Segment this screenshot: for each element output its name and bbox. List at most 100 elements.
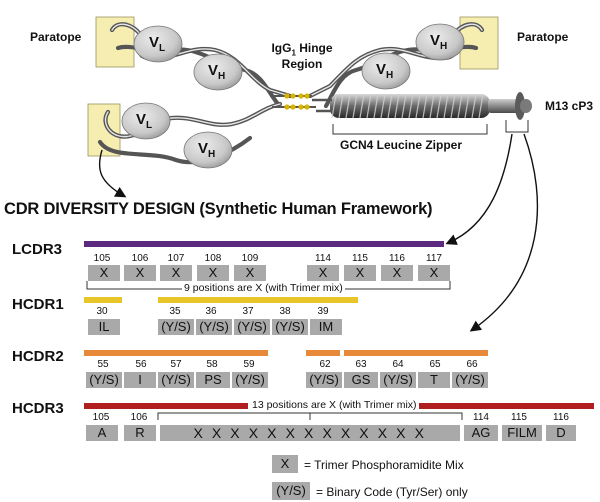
hcdr1-residue: (Y/S) [272, 319, 308, 335]
hinge-disulfide-bonds [270, 93, 316, 110]
vh-label-right-2: VH [376, 61, 394, 81]
hcdr2-residue: (Y/S) [158, 372, 194, 388]
vh-domain-bottom-left [183, 131, 233, 169]
hinge-label: IgG1 Hinge Region [271, 41, 333, 72]
vh-label-right: VH [430, 32, 448, 52]
cdr-design-title: CDR DIVERSITY DESIGN (Synthetic Human Fr… [4, 200, 433, 218]
hcdr1-bar-a [84, 297, 122, 303]
hcdr1-pos: 35 [169, 306, 181, 317]
hcdr2-pos: 65 [429, 359, 441, 370]
hcdr3-residue: D [546, 425, 576, 441]
hcdr2-residue: (Y/S) [86, 372, 122, 388]
hcdr3-residue: A [86, 425, 118, 441]
paratope-arrow [98, 149, 127, 198]
vh-domain-top-right [415, 23, 465, 61]
vl-label-bottom: VL [136, 111, 153, 131]
paratope-label-right: Paratope [517, 30, 569, 44]
hcdr1-residue: (Y/S) [158, 319, 194, 335]
hcdr1-pos: 36 [205, 306, 217, 317]
m13-cp3-rod [488, 92, 532, 120]
lcdr3-residue: X [381, 265, 413, 281]
lcdr3-residue: X [88, 265, 120, 281]
lcdr3-pos: 106 [131, 253, 149, 264]
legend-text-ys: = Binary Code (Tyr/Ser) only [316, 485, 468, 499]
hcdr2-residue: T [418, 372, 450, 388]
hcdr2-pos: 55 [97, 359, 109, 370]
hcdr1-residue: (Y/S) [234, 319, 270, 335]
hcdr3-pos: 115 [511, 412, 527, 423]
hcdr2-bar-b [306, 350, 340, 356]
hcdr2-bar-a [84, 350, 268, 356]
vl-domain-top-left [133, 25, 183, 63]
lcdr3-pos: 109 [241, 253, 259, 264]
vh-domain-top-left [193, 53, 243, 91]
lcdr3-label: LCDR3 [12, 241, 63, 258]
hcdr3-label: HCDR3 [12, 400, 64, 417]
lcdr3-residue: X [344, 265, 376, 281]
hcdr2-label: HCDR2 [12, 348, 64, 365]
lcdr3-pos: 105 [93, 253, 111, 264]
lcdr3-pos: 116 [389, 253, 405, 264]
arrow-to-lcdr3 [445, 133, 513, 245]
zipper-bracket [332, 124, 488, 135]
lcdr3-residue: X [124, 265, 156, 281]
hcdr1-residue: IM [310, 319, 342, 335]
lcdr3-residue: X [234, 265, 266, 281]
hcdr2-pos: 58 [206, 359, 218, 370]
hcdr2-residue: (Y/S) [306, 372, 342, 388]
hcdr3-x-run: X X X X X X X X X X X X X [160, 425, 460, 441]
lcdr3-bar [84, 241, 444, 247]
lcdr3-pos: 115 [352, 253, 368, 264]
hcdr2-residue: GS [344, 372, 378, 388]
hcdr1-residue: (Y/S) [196, 319, 232, 335]
lcdr3-note: 9 positions are X (with Trimer mix) [182, 282, 345, 294]
hcdr3-residue: AG [464, 425, 498, 441]
hcdr2-residue: PS [196, 372, 230, 388]
vl-domain-bottom-left [121, 102, 171, 140]
hcdr2-residue: (Y/S) [232, 372, 268, 388]
hcdr1-pos: 39 [317, 306, 329, 317]
hcdr3-residue: FILM [502, 425, 542, 441]
hcdr2-pos: 62 [319, 359, 331, 370]
hcdr2-pos: 56 [135, 359, 147, 370]
m13-label: M13 cP3 [545, 99, 594, 113]
hcdr2-pos: 57 [170, 359, 182, 370]
hcdr3-pos: 116 [553, 412, 569, 423]
lcdr3-pos: 108 [204, 253, 222, 264]
cp3-bracket [505, 120, 529, 133]
arrow-to-hcdr2 [469, 133, 539, 332]
hcdr1-pos: 38 [279, 306, 291, 317]
lcdr3-pos: 117 [426, 253, 442, 264]
hcdr3-bar-a [84, 403, 248, 409]
hcdr3-bracket [157, 412, 463, 420]
lcdr3-residue: X [160, 265, 192, 281]
hcdr3-pos: 106 [130, 412, 148, 423]
legend-text-x: = Trimer Phosphoramidite Mix [304, 458, 464, 472]
lcdr3-pos: 114 [315, 253, 331, 264]
leucine-zipper-coil [312, 93, 490, 119]
hcdr1-pos: 30 [96, 306, 108, 317]
vl-label-top: VL [149, 34, 166, 54]
hcdr3-residue: R [124, 425, 156, 441]
vh-label-top: VH [208, 62, 226, 82]
hcdr2-pos: 63 [355, 359, 367, 370]
hcdr1-bar-b [158, 297, 358, 303]
legend-box-x: X [272, 455, 298, 473]
zipper-label: GCN4 Leucine Zipper [340, 138, 463, 152]
hcdr2-residue: (Y/S) [452, 372, 488, 388]
hcdr1-pos: 37 [242, 306, 254, 317]
lcdr3-residue: X [418, 265, 450, 281]
legend-box-ys: (Y/S) [272, 482, 310, 500]
hcdr3-pos: 105 [92, 412, 110, 423]
antibody-diagram [87, 16, 532, 198]
hcdr3-bar-b [416, 403, 594, 409]
hcdr3-pos: 114 [473, 412, 489, 423]
lcdr3-pos: 107 [167, 253, 185, 264]
hcdr2-residue: I [124, 372, 156, 388]
vh-label-bottom: VH [198, 140, 216, 160]
hcdr2-pos: 66 [466, 359, 478, 370]
vh-domain-top-right-2 [361, 52, 411, 90]
hcdr1-residue: IL [88, 319, 120, 335]
hcdr2-pos: 64 [392, 359, 404, 370]
